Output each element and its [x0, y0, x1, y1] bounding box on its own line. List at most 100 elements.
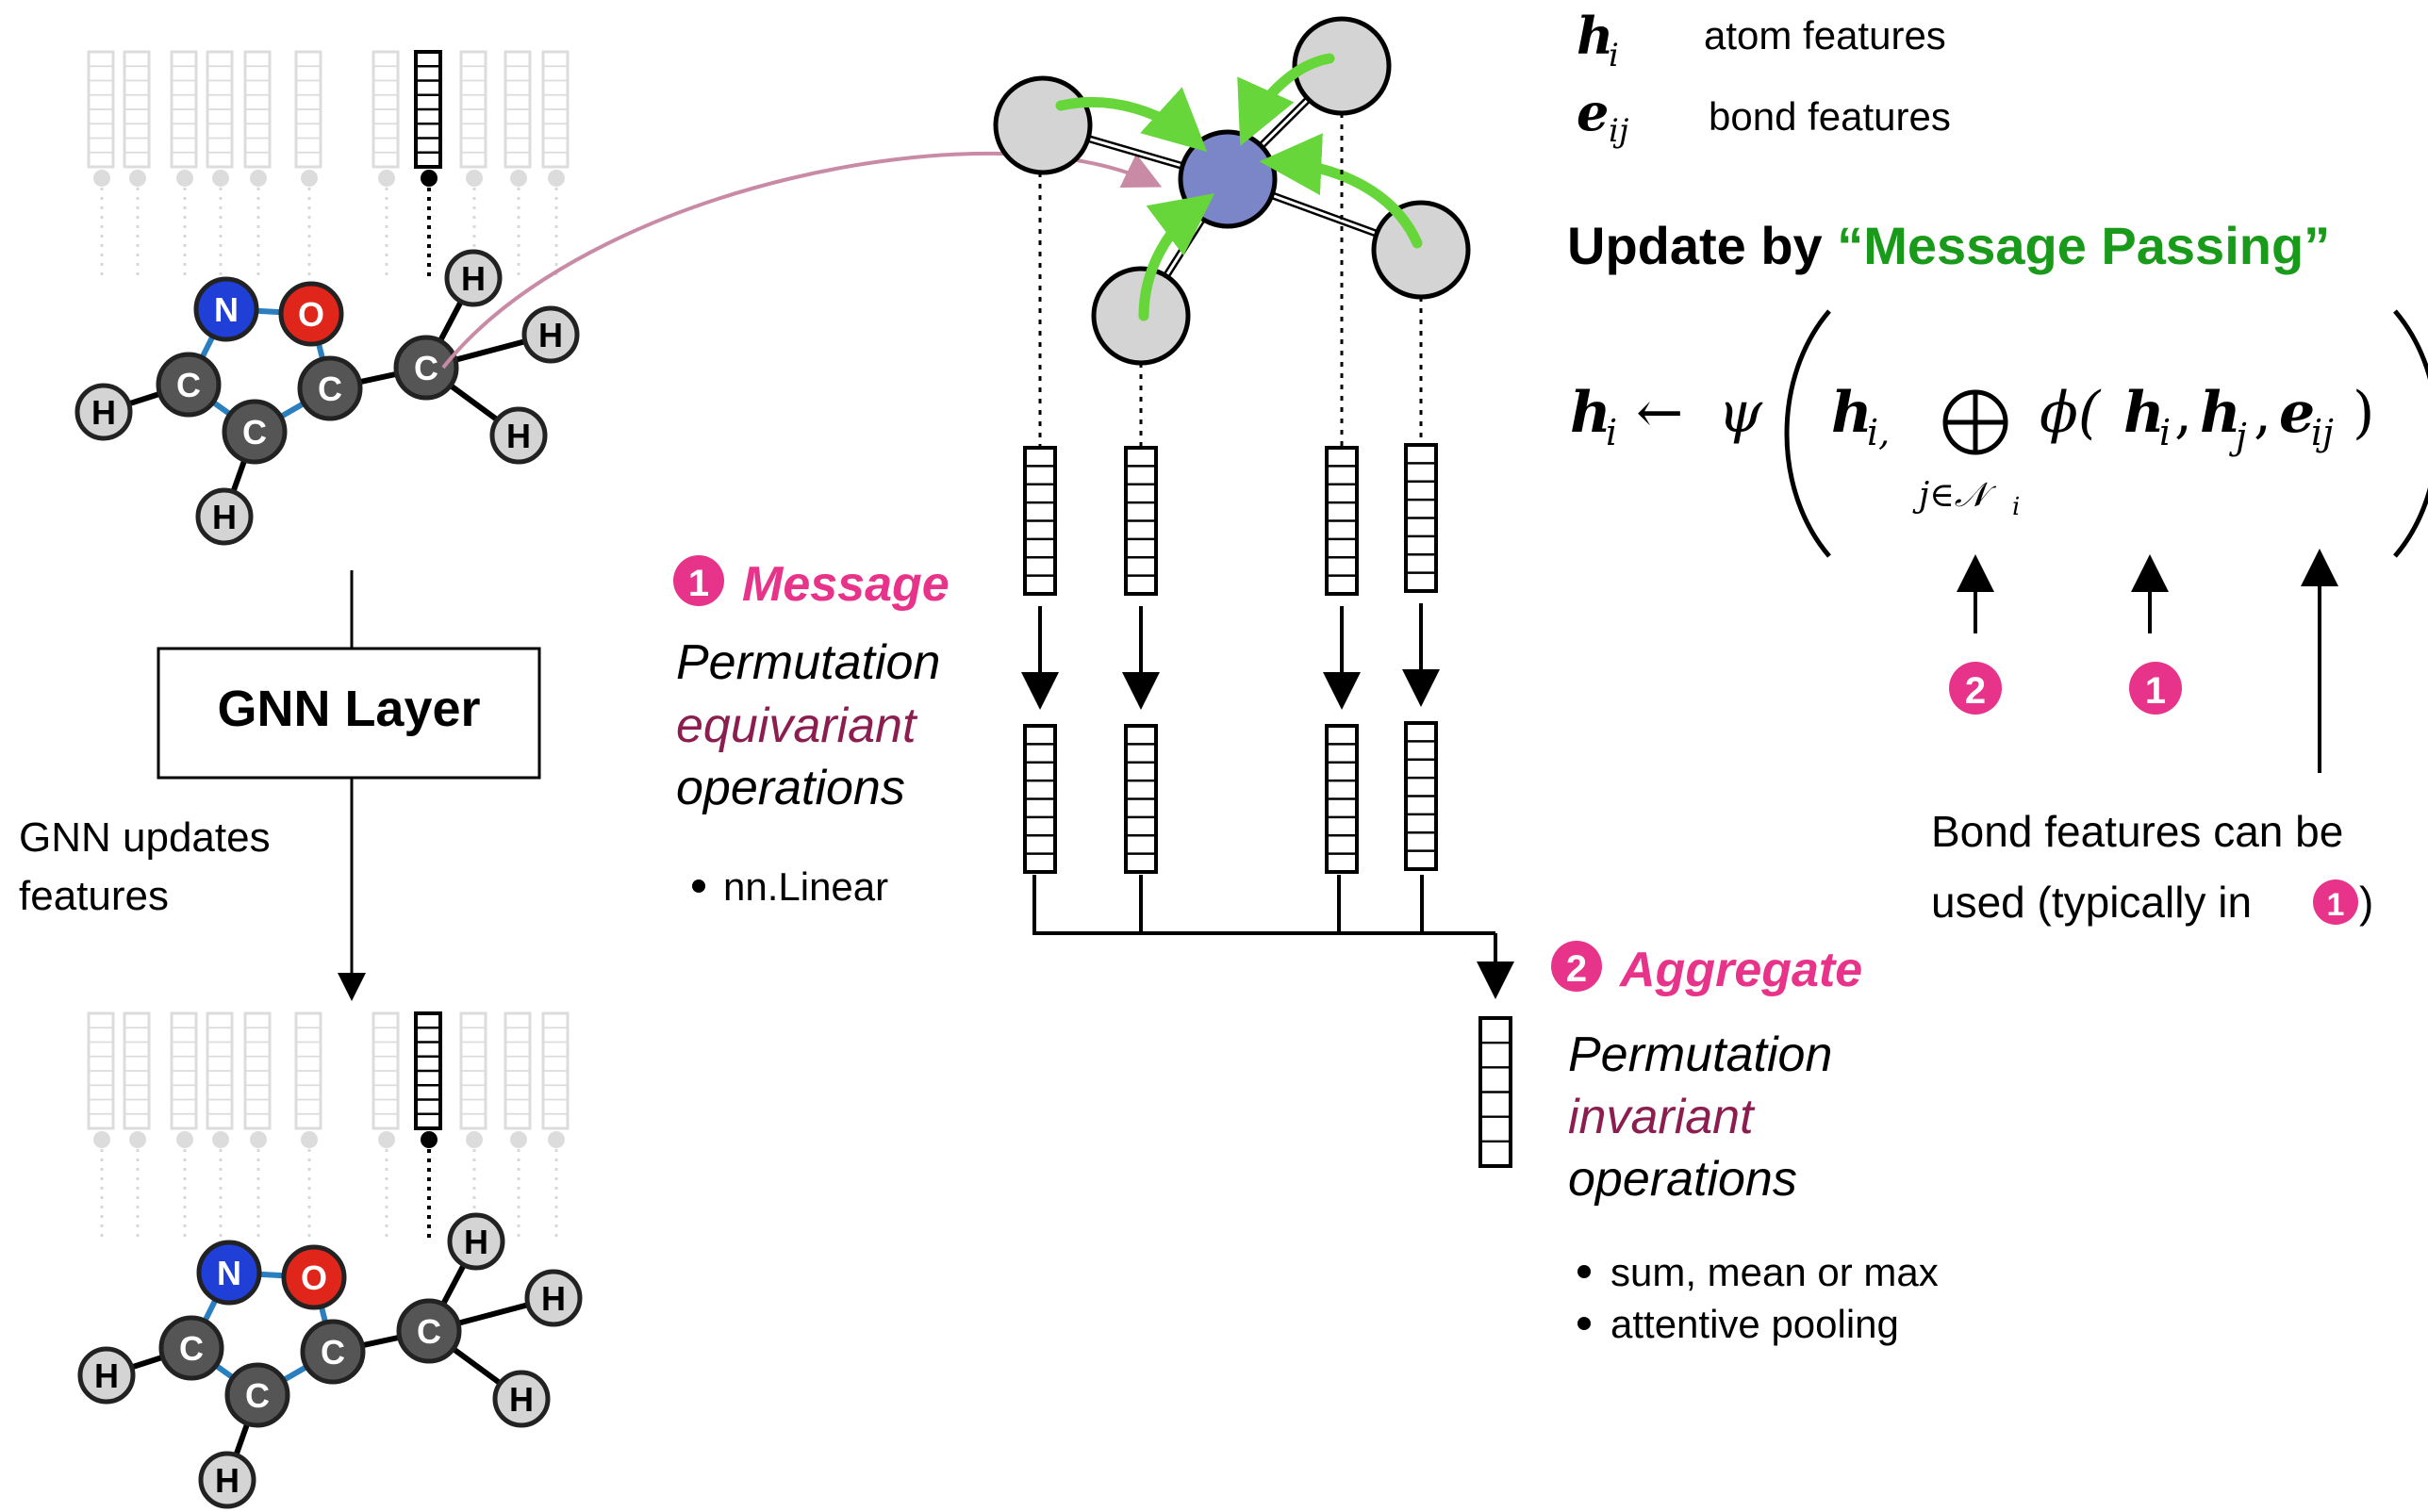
- message-title: Message: [742, 557, 950, 612]
- feature-column: [170, 1011, 198, 1130]
- feature-column: [87, 50, 115, 169]
- svg-text:C: C: [179, 1329, 204, 1368]
- message-bullet-dot: [692, 879, 705, 893]
- message-bullet-text: nn.Linear: [723, 864, 888, 909]
- feature-column: [123, 50, 151, 169]
- feature-anchor-dot: [250, 170, 267, 187]
- gnn-layer-label: GNN Layer: [217, 681, 480, 737]
- aggregate-bullet2-text: attentive pooling: [1610, 1302, 1899, 1346]
- annotation-badge-2: [1949, 662, 2002, 715]
- atom-c: C: [297, 355, 363, 421]
- feature-column: [206, 1011, 234, 1130]
- formula-left-paren: [1784, 309, 1831, 558]
- feature-column: [87, 1011, 115, 1130]
- feature-column: [459, 50, 487, 169]
- svg-text:H: H: [212, 498, 237, 536]
- feature-column: [243, 50, 272, 169]
- aggregate-bullet2-dot: [1577, 1317, 1591, 1330]
- atom-c: C: [393, 335, 459, 401]
- message-badge-number: 1: [688, 563, 709, 604]
- feature-anchor-dot: [421, 1131, 438, 1148]
- formula-phi-hj: h: [2200, 380, 2241, 446]
- svg-text:C: C: [242, 413, 267, 452]
- svg-text:C: C: [321, 1333, 345, 1372]
- feature-column: [243, 1011, 272, 1130]
- feature-anchor-dot: [129, 1131, 146, 1148]
- atom-h: H: [77, 1346, 136, 1405]
- neighbor-feature-vector: [1124, 446, 1158, 596]
- legend-e-symbol: e: [1577, 82, 1609, 142]
- feature-legend: h i atom features e ij bond features: [1577, 6, 1951, 150]
- feature-anchor-dot: [466, 170, 483, 187]
- formula-subscript-i: i: [2012, 493, 2020, 521]
- feature-anchor-dot: [466, 1131, 483, 1148]
- atom-c: C: [158, 1315, 224, 1381]
- feature-anchor-dot: [93, 1131, 110, 1148]
- message-section: 1 Message Permutation equivariant operat…: [673, 555, 950, 909]
- svg-text:H: H: [538, 316, 563, 354]
- aggregate-title: Aggregate: [1618, 943, 1862, 997]
- svg-text:H: H: [94, 1356, 119, 1395]
- gnn-updates-line2: features: [19, 873, 169, 919]
- atom-c: C: [396, 1298, 462, 1364]
- feature-column: [294, 1011, 322, 1130]
- feature-anchor-dot: [176, 1131, 193, 1148]
- neighbor-feature-vector: [1404, 443, 1438, 593]
- atom-h: H: [492, 1370, 551, 1428]
- feature-column: [123, 1011, 151, 1130]
- feature-anchor-dot: [378, 1131, 395, 1148]
- update-prefix: Update by: [1567, 216, 1837, 275]
- atom-h: H: [521, 305, 580, 364]
- svg-text:H: H: [506, 417, 531, 455]
- message-line3: operations: [676, 761, 905, 815]
- aggregate-line3: operations: [1568, 1152, 1797, 1207]
- aggregate-line1: Permutation: [1568, 1027, 1832, 1082]
- svg-text:O: O: [301, 1258, 327, 1297]
- bond-note-line1: Bond features can be: [1931, 807, 2343, 856]
- feature-column: [504, 1011, 532, 1130]
- svg-text:H: H: [91, 393, 116, 432]
- atom-c: C: [224, 1362, 290, 1428]
- aggregate-badge: [1551, 941, 1602, 992]
- message-vector: [1124, 724, 1158, 874]
- feature-anchor-dot: [421, 170, 438, 187]
- neighbor-node-3: [1371, 200, 1471, 300]
- bond-note-badge: [2313, 879, 2358, 925]
- svg-text:C: C: [176, 366, 201, 404]
- aggregated-feature-vector: [1478, 1016, 1512, 1168]
- bond-note-badge-number: 1: [2327, 887, 2345, 923]
- feature-column: [372, 50, 400, 169]
- feature-anchor-dot: [548, 1131, 565, 1148]
- svg-text:C: C: [417, 1312, 441, 1351]
- feature-anchor-dot: [548, 170, 565, 187]
- atom-c: C: [222, 399, 288, 465]
- neighbor-dotted-links: [1038, 113, 1423, 448]
- feature-anchor-dot: [510, 1131, 527, 1148]
- formula-subscript: j∈𝒩: [1912, 476, 1997, 515]
- neighbor-feature-vector: [1325, 446, 1359, 596]
- annotation-badge-1: [2129, 662, 2182, 715]
- svg-text:H: H: [541, 1279, 566, 1318]
- svg-text:C: C: [245, 1376, 270, 1415]
- formula-phi-hi-sub: i: [2159, 412, 2171, 453]
- feature-column: [294, 50, 322, 169]
- feature-column: [459, 1011, 487, 1130]
- neighbor-node-1: [993, 75, 1093, 175]
- update-formula: h i ← ψ h i, j∈𝒩 i ϕ( h i , h j , e ij ): [1570, 309, 2428, 558]
- feature-anchor-dot: [212, 170, 229, 187]
- atom-o: O: [281, 1244, 347, 1310]
- legend-h-symbol: h: [1577, 6, 1613, 66]
- atom-h: H: [198, 1451, 256, 1509]
- active-feature-column: [414, 1011, 442, 1130]
- aggregate-section: 2 Aggregate Permutation invariant operat…: [1551, 941, 1939, 1346]
- formula-close: ): [2353, 380, 2374, 446]
- gnn-layer-box: [157, 647, 541, 780]
- neighbor-feature-vector: [1023, 446, 1057, 596]
- message-badge: [673, 555, 724, 606]
- svg-text:O: O: [298, 295, 324, 334]
- atom-h: H: [489, 406, 548, 465]
- feature-anchor-dot: [129, 170, 146, 187]
- atom-c: C: [156, 352, 222, 418]
- aggregated-vector: [1478, 1016, 1512, 1168]
